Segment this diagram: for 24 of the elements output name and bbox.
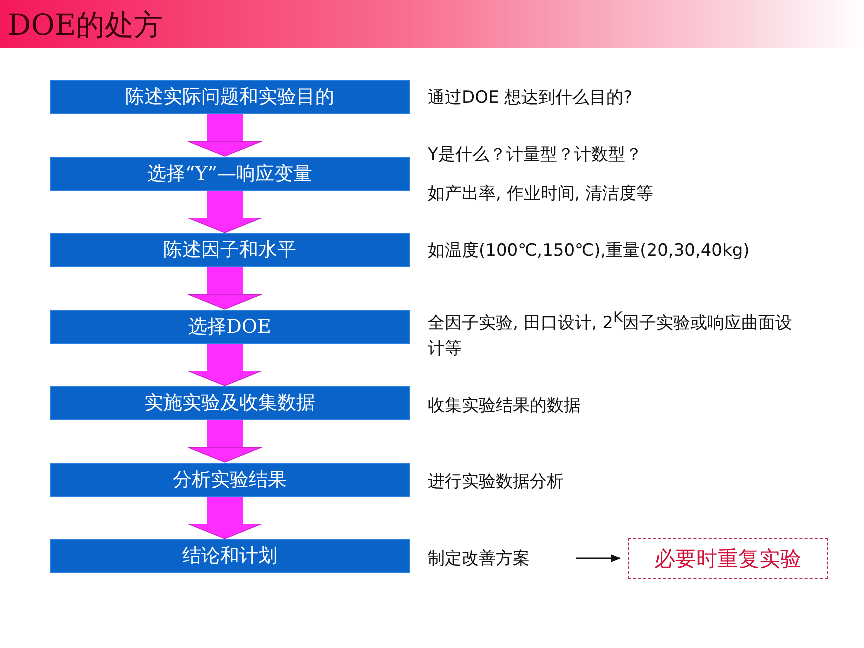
process-box: 结论和计划 (50, 539, 410, 573)
title: DOE的处方 (8, 7, 164, 44)
note-text: 通过DOE 想达到什么目的? (428, 87, 634, 110)
process-box: 实施实验及收集数据 (50, 386, 410, 420)
process-box: 陈述实际问题和实验目的 (50, 80, 410, 114)
process-box: 分析实验结果 (50, 462, 410, 496)
note-text: 进行实验数据分析 (428, 471, 565, 494)
note-text: 如温度(100℃,150℃),重量(20,30,40kg) (428, 240, 751, 263)
process-box: 选择DOE (50, 310, 410, 344)
note-text: 如产出率, 作业时间, 清洁度等 (428, 183, 655, 206)
block-arrow (188, 344, 262, 386)
block-arrow (188, 420, 262, 463)
process-box: 选择“Y”—响应变量 (50, 156, 410, 190)
block-arrow (188, 267, 262, 310)
block-arrow (188, 190, 262, 234)
process-box: 陈述因子和水平 (50, 233, 410, 267)
block-arrow (188, 114, 262, 157)
action-text: 制定改善方案 (428, 547, 530, 570)
note-text: Y是什么？计量型？计数型？ (428, 144, 644, 167)
note-box: 必要时重复实验 (628, 538, 828, 579)
arrow (576, 554, 621, 562)
block-arrow (188, 496, 262, 540)
note-text: 全因子实验, 田口设计, 2$^{K}$因子实验或响应曲面设计等 (428, 309, 794, 361)
note-text: 收集实验结果的数据 (428, 395, 582, 418)
